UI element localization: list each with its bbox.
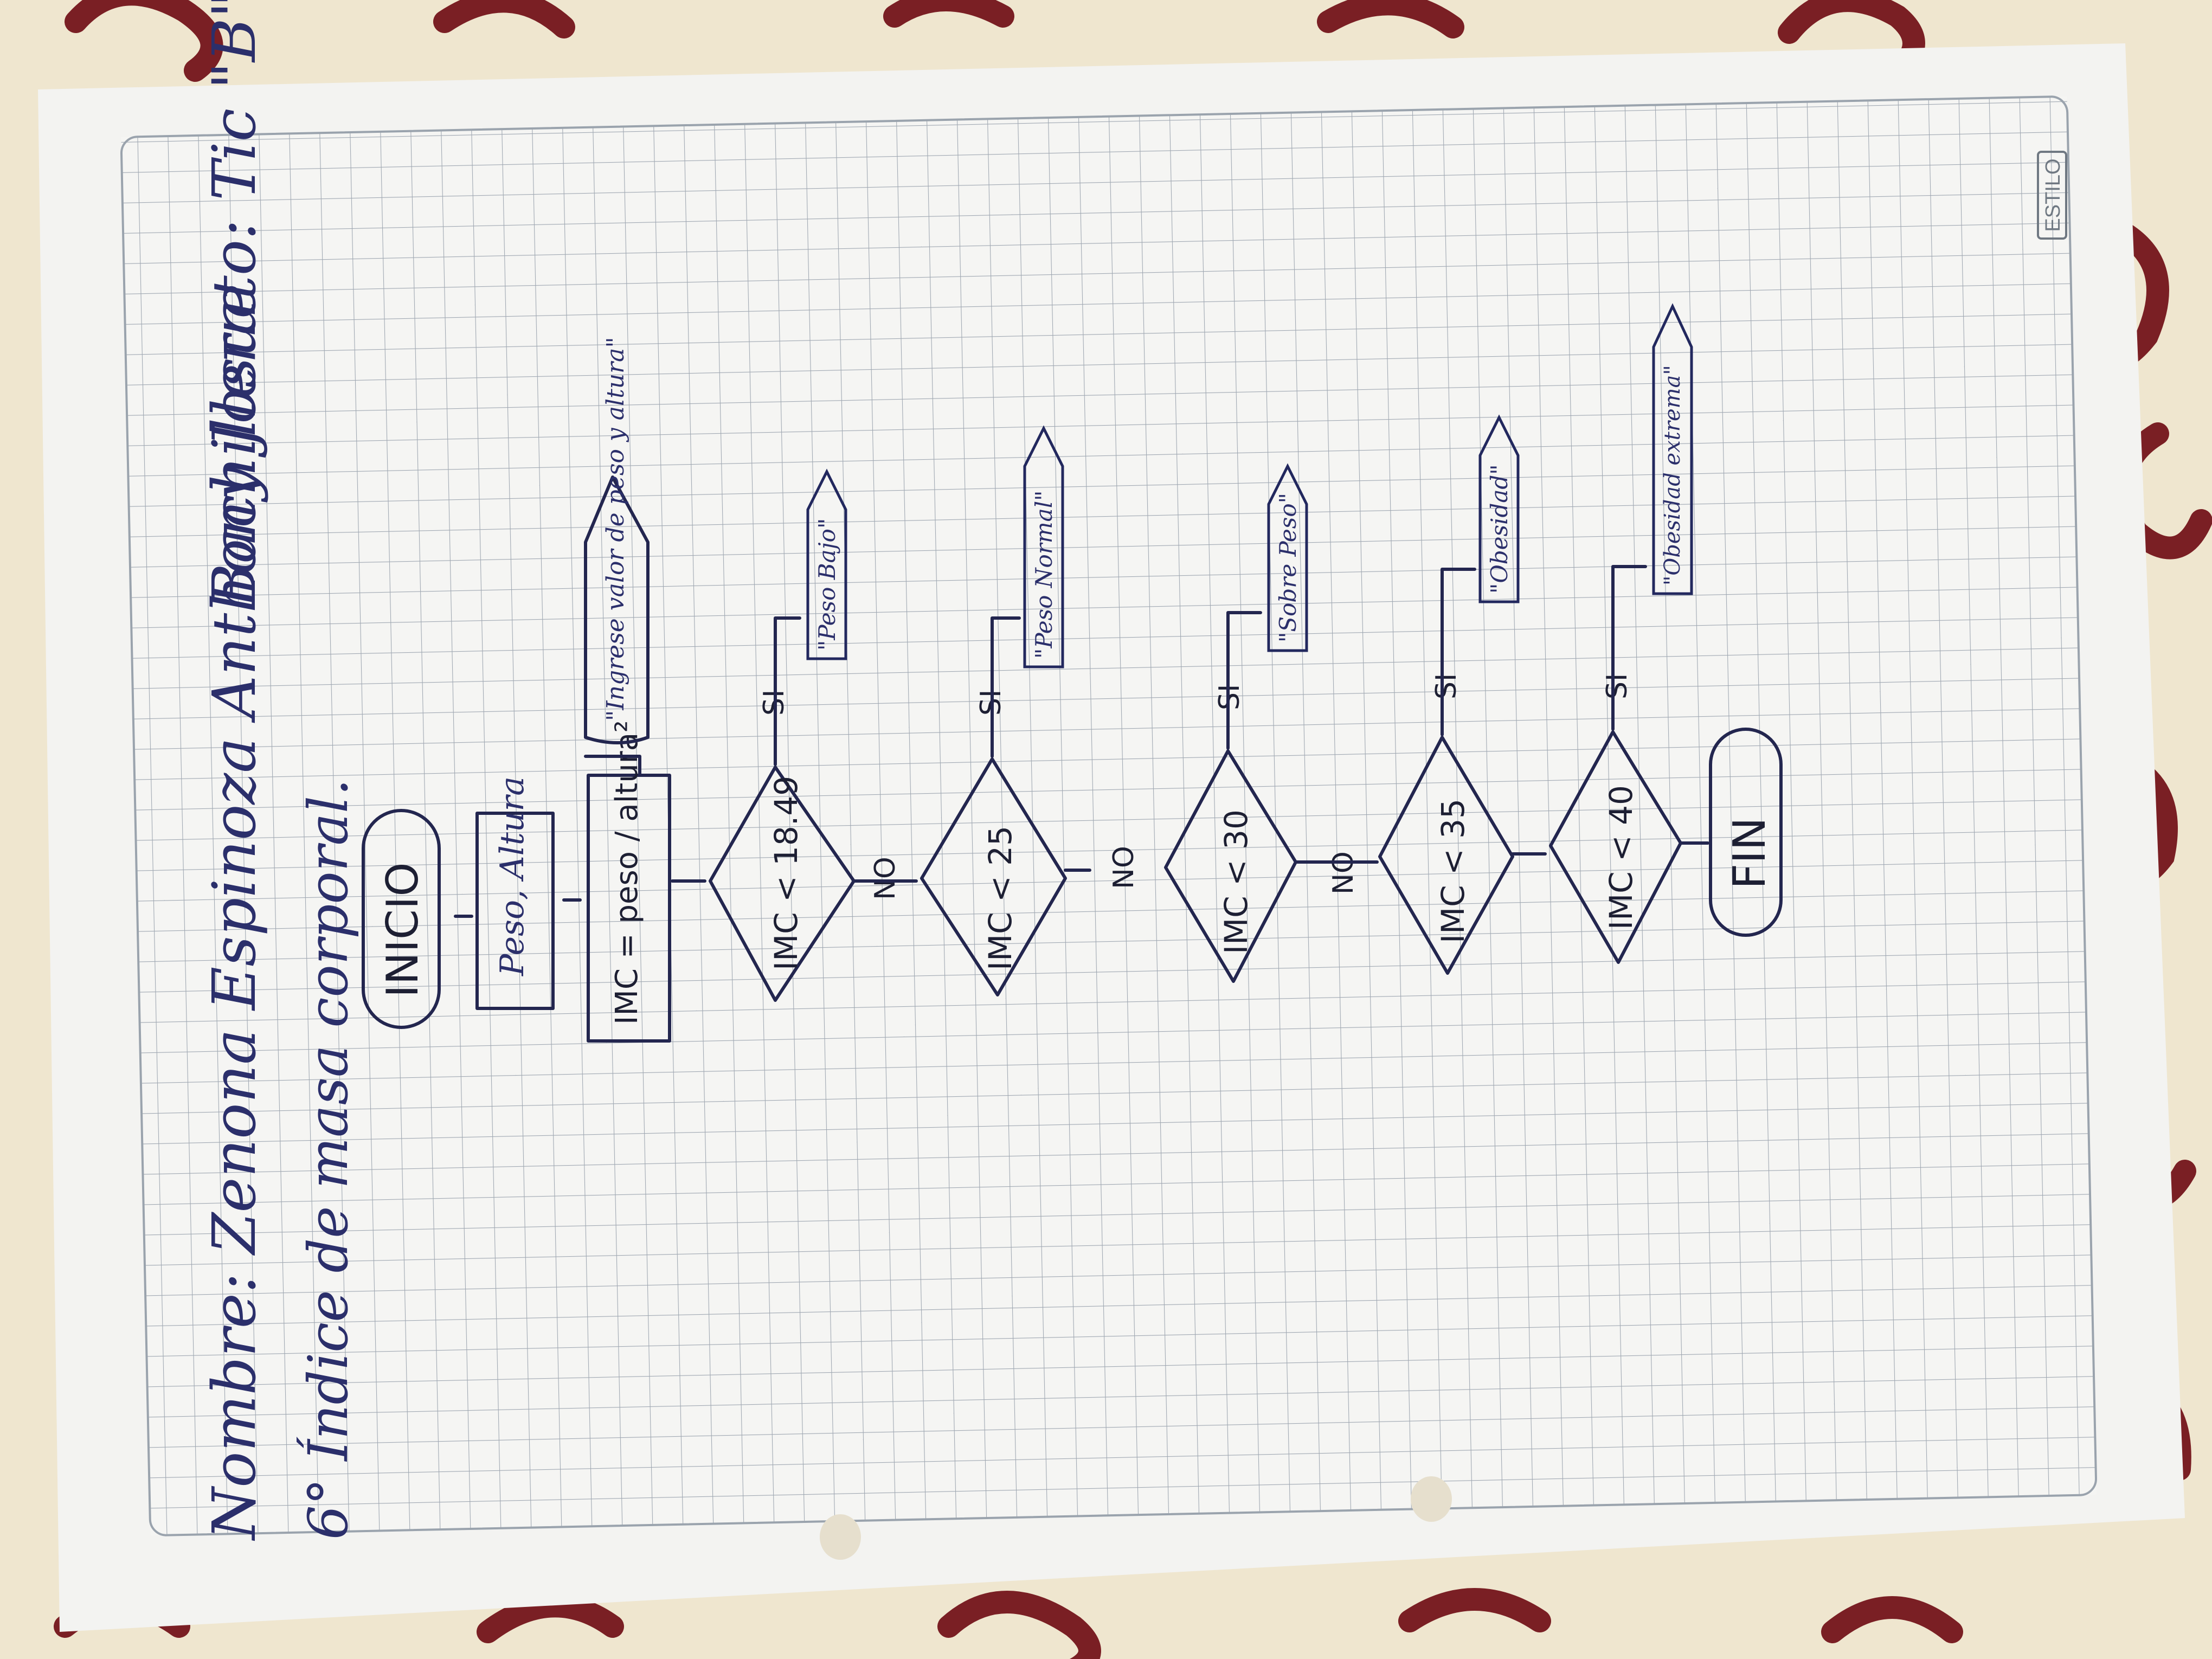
output-2: "Peso Normal" (1023, 425, 1064, 668)
paper-sheet (38, 43, 2185, 1632)
name-line: Nombre: Zenona Espinoza Anthony Josue (200, 284, 269, 1541)
brand-text: ESTILO (2042, 158, 2065, 232)
prompt-output: "Ingrese valor de peso y altura" (584, 337, 650, 744)
start-terminal: INICIO (362, 809, 441, 1029)
header-block: Nombre: Zenona Espinoza Anthony Josue Ba… (200, 0, 360, 1541)
decision-5-cond: IMC < 40 (1603, 785, 1639, 930)
end-terminal: FIN (1709, 728, 1783, 937)
input-box: Peso, Altura (475, 776, 555, 1010)
decision-4-cond: IMC < 35 (1435, 799, 1471, 943)
yes-branch-5 (1611, 565, 1647, 731)
decision-3-no: NO (1327, 851, 1360, 895)
brand-label: ESTILO (2037, 151, 2067, 240)
decision-5-yes: SI (1601, 673, 1634, 699)
decision-3-cond: IMC < 30 (1218, 809, 1255, 954)
decision-2: IMC < 25 SI NO (920, 690, 1140, 996)
flowchart: INICIO Peso, Altura IMC = peso / altura²… (362, 303, 1783, 1043)
decision-1-no: NO (869, 857, 902, 900)
decision-5: IMC < 40 SI (1549, 673, 1682, 964)
output-2-label: "Peso Normal" (1031, 491, 1057, 659)
arrow-process-prompt (584, 755, 641, 777)
course-line: Bachillerato: Tic "B" (200, 0, 269, 608)
exercise-line: 6° Índice de masa corporal. (297, 779, 360, 1540)
prompt-label: "Ingrese valor de peso y altura" (602, 337, 629, 721)
input-label: Peso, Altura (493, 776, 531, 976)
output-5-label: "Obesidad extrema" (1660, 365, 1685, 586)
decision-2-cond: IMC < 25 (982, 826, 1019, 970)
output-3-label: "Sobre Peso" (1275, 493, 1301, 642)
output-1-label: "Peso Bajo" (814, 518, 840, 651)
decision-4-yes: SI (1430, 673, 1463, 699)
output-1: "Peso Bajo" (806, 468, 847, 660)
output-4: "Obesidad" (1478, 414, 1520, 603)
yes-branch-1 (774, 616, 801, 766)
decision-1: IMC < 18.49 SI NO (709, 690, 902, 1002)
yes-branch-3 (1226, 611, 1262, 750)
start-label: INICIO (377, 863, 428, 998)
decision-1-cond: IMC < 18.49 (768, 776, 805, 970)
decision-4: IMC < 35 SI (1378, 673, 1514, 975)
output-3: "Sobre Peso" (1267, 463, 1308, 652)
decision-2-no: NO (1108, 846, 1140, 889)
output-5: "Obesidad extrema" (1652, 303, 1693, 595)
yes-branch-4 (1441, 568, 1476, 736)
yes-branch-2 (991, 616, 1021, 758)
end-label: FIN (1724, 817, 1776, 889)
output-4-label: "Obesidad" (1486, 464, 1513, 594)
